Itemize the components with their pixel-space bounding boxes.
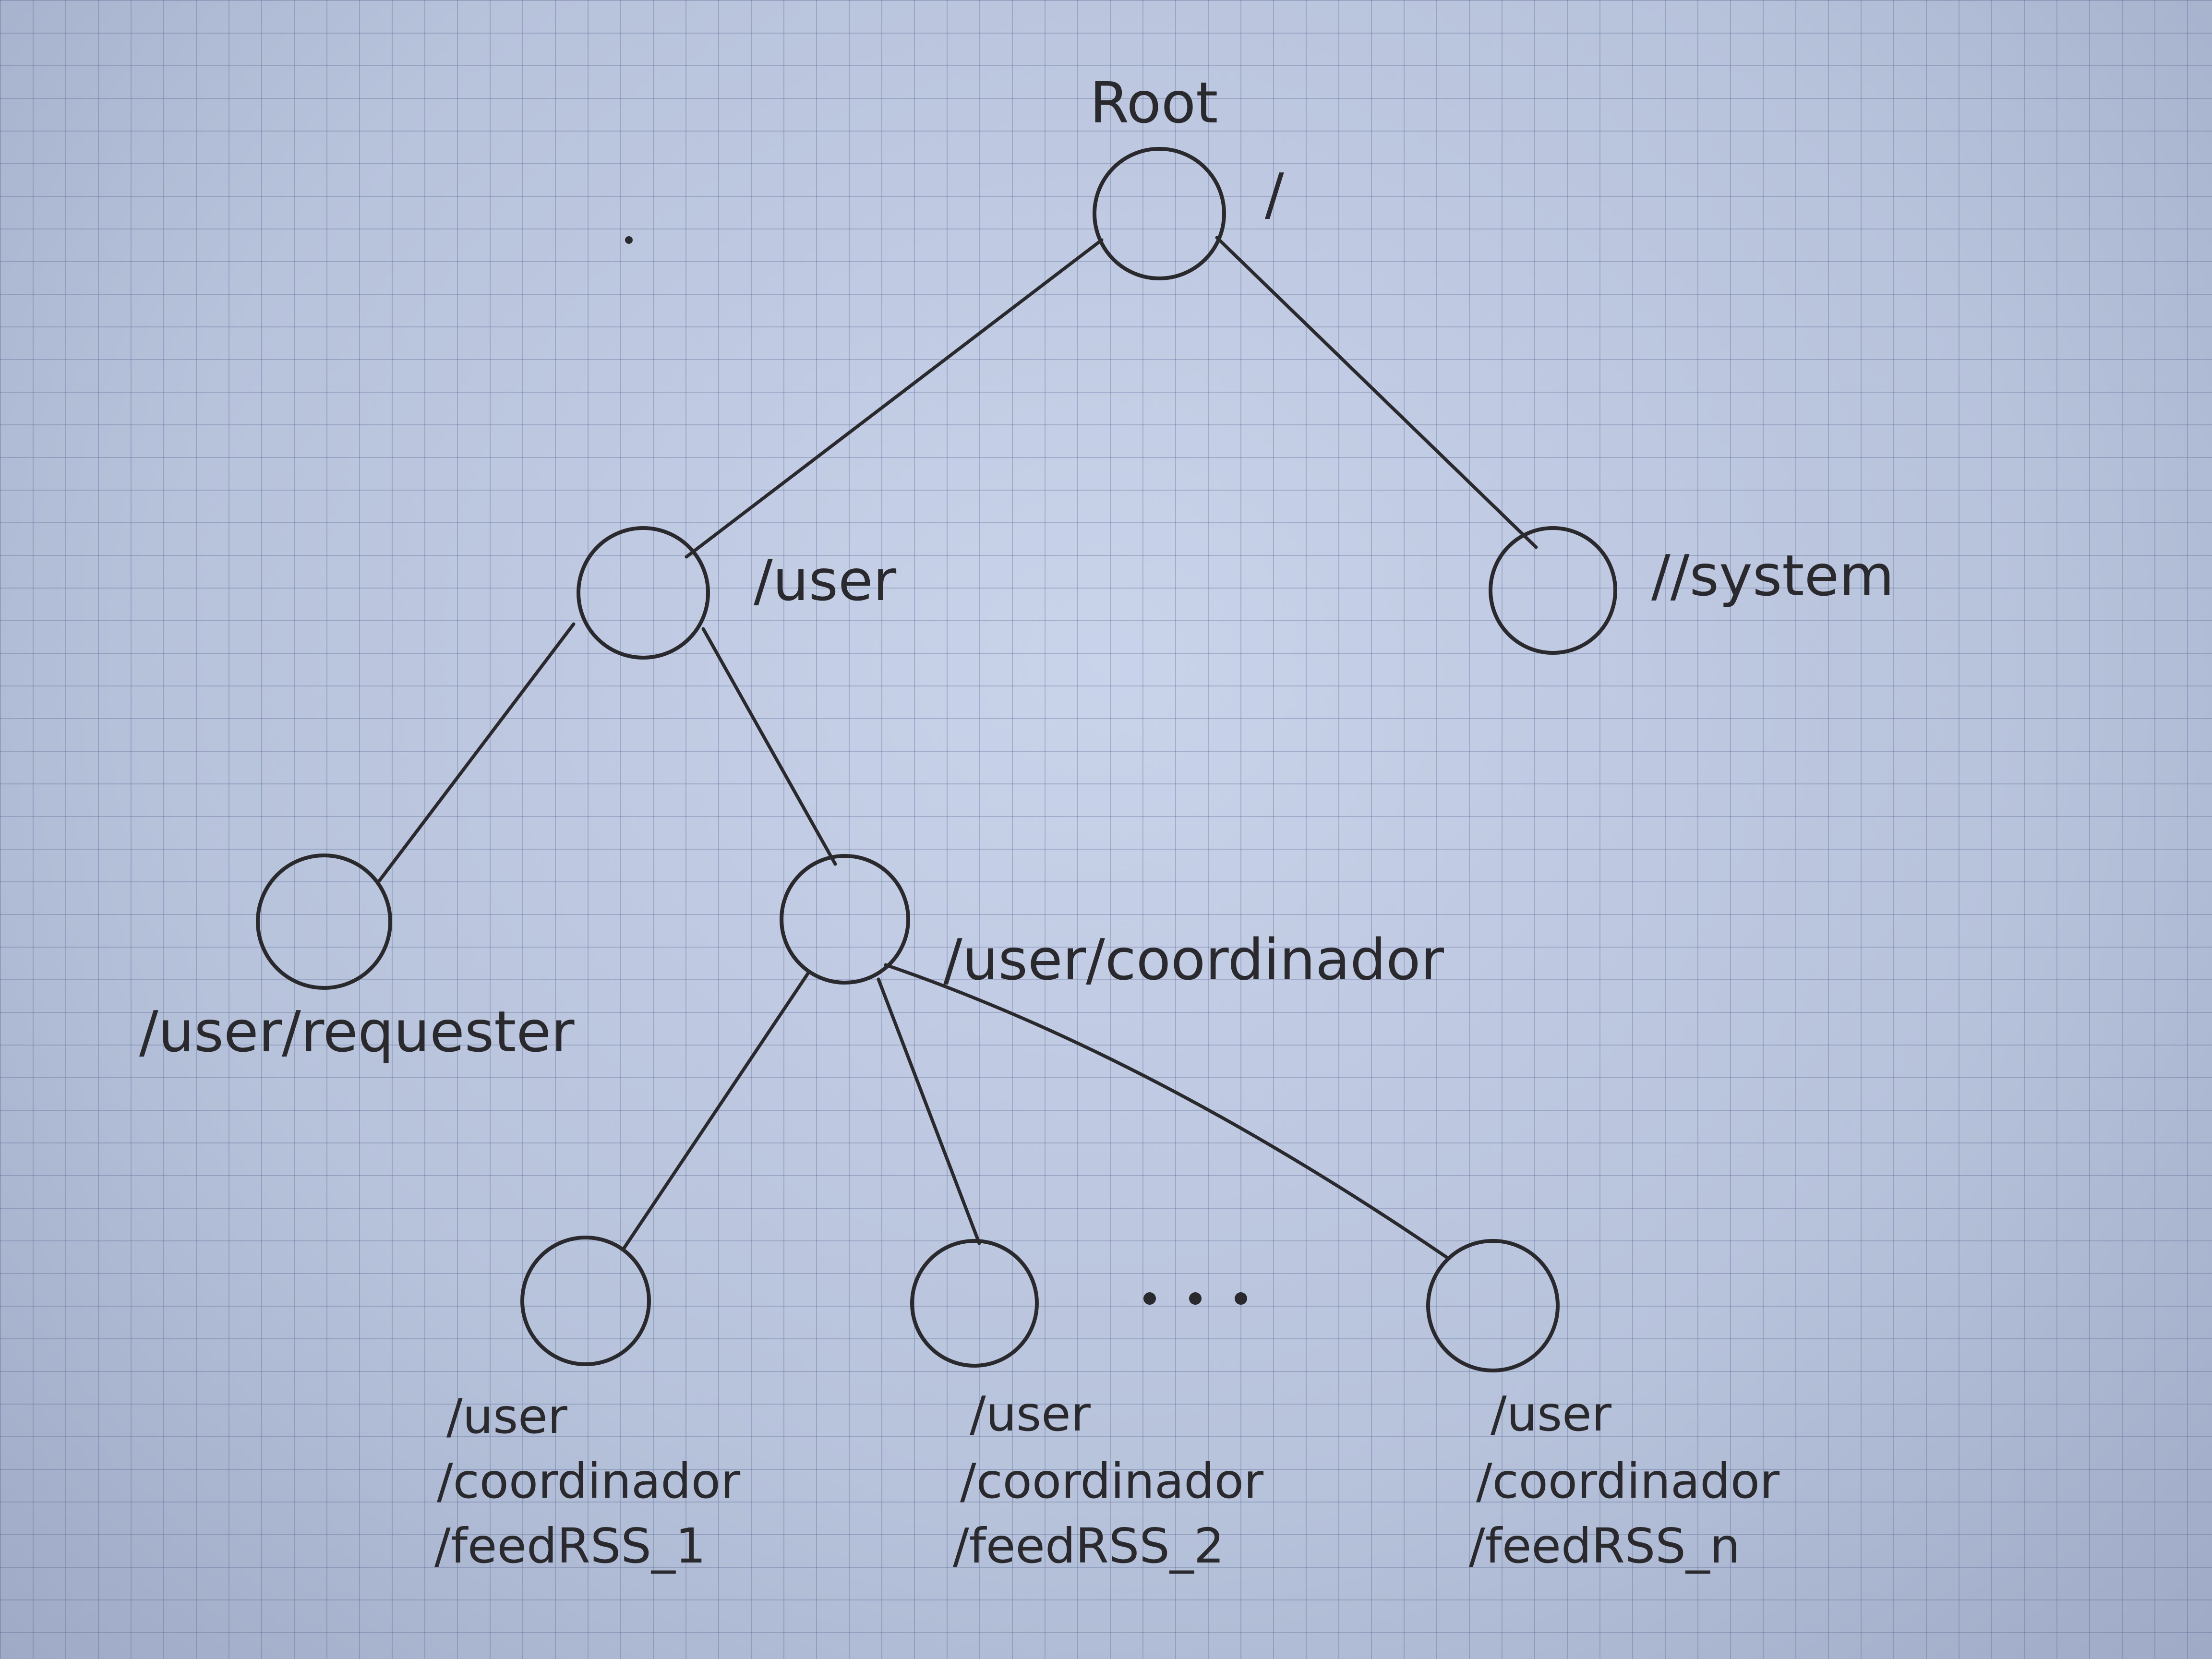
edge-root-system — [1215, 236, 1538, 549]
edge-coordinador-feedn — [884, 963, 1449, 1260]
feedn-label-line1: /user — [1491, 1386, 1612, 1442]
edge-root-user — [685, 238, 1104, 559]
feedn-label: /user /coordinador /feedRSS_n — [1469, 1386, 1780, 1574]
node-feed2 — [910, 1239, 1039, 1368]
node-user — [577, 526, 710, 660]
feed2-label-line3: /feedRSS_2 — [953, 1518, 1224, 1574]
feedn-label-line3: /feedRSS_n — [1469, 1518, 1740, 1574]
node-system — [1489, 526, 1617, 655]
edge-coordinador-feed2 — [877, 977, 981, 1245]
feedn-label-line2: /coordinador — [1476, 1453, 1780, 1509]
feed1-label: /user /coordinador /feedRSS_1 — [434, 1388, 741, 1574]
node-feedn — [1426, 1239, 1560, 1372]
requester-label: /user/requester — [139, 998, 575, 1065]
node-coordinador — [780, 854, 910, 985]
root-label: / — [1265, 161, 1284, 227]
feed2-label-line2: /coordinador — [960, 1453, 1264, 1509]
stray-pencil-dot — [625, 236, 633, 244]
edge-user-requester — [377, 622, 576, 883]
feed2-label: /user /coordinador /feedRSS_2 — [953, 1386, 1264, 1574]
system-label: //system — [1651, 542, 1894, 609]
root-title: Root — [1090, 70, 1218, 136]
node-feed1 — [520, 1236, 651, 1366]
feed2-label-line1: /user — [970, 1386, 1091, 1442]
feed1-label-line3: /feedRSS_1 — [434, 1518, 706, 1574]
node-root — [1093, 147, 1226, 280]
feed1-label-line1: /user — [446, 1388, 568, 1444]
node-requester — [256, 854, 392, 990]
edge-user-coordinador — [701, 627, 837, 866]
coordinador-label: /user/coordinador — [943, 926, 1444, 993]
edge-coordinador-feed1 — [622, 970, 811, 1250]
user-label: /user — [754, 547, 897, 613]
feed1-label-line2: /coordinador — [437, 1453, 741, 1509]
ellipsis-marker — [1143, 1292, 1247, 1305]
